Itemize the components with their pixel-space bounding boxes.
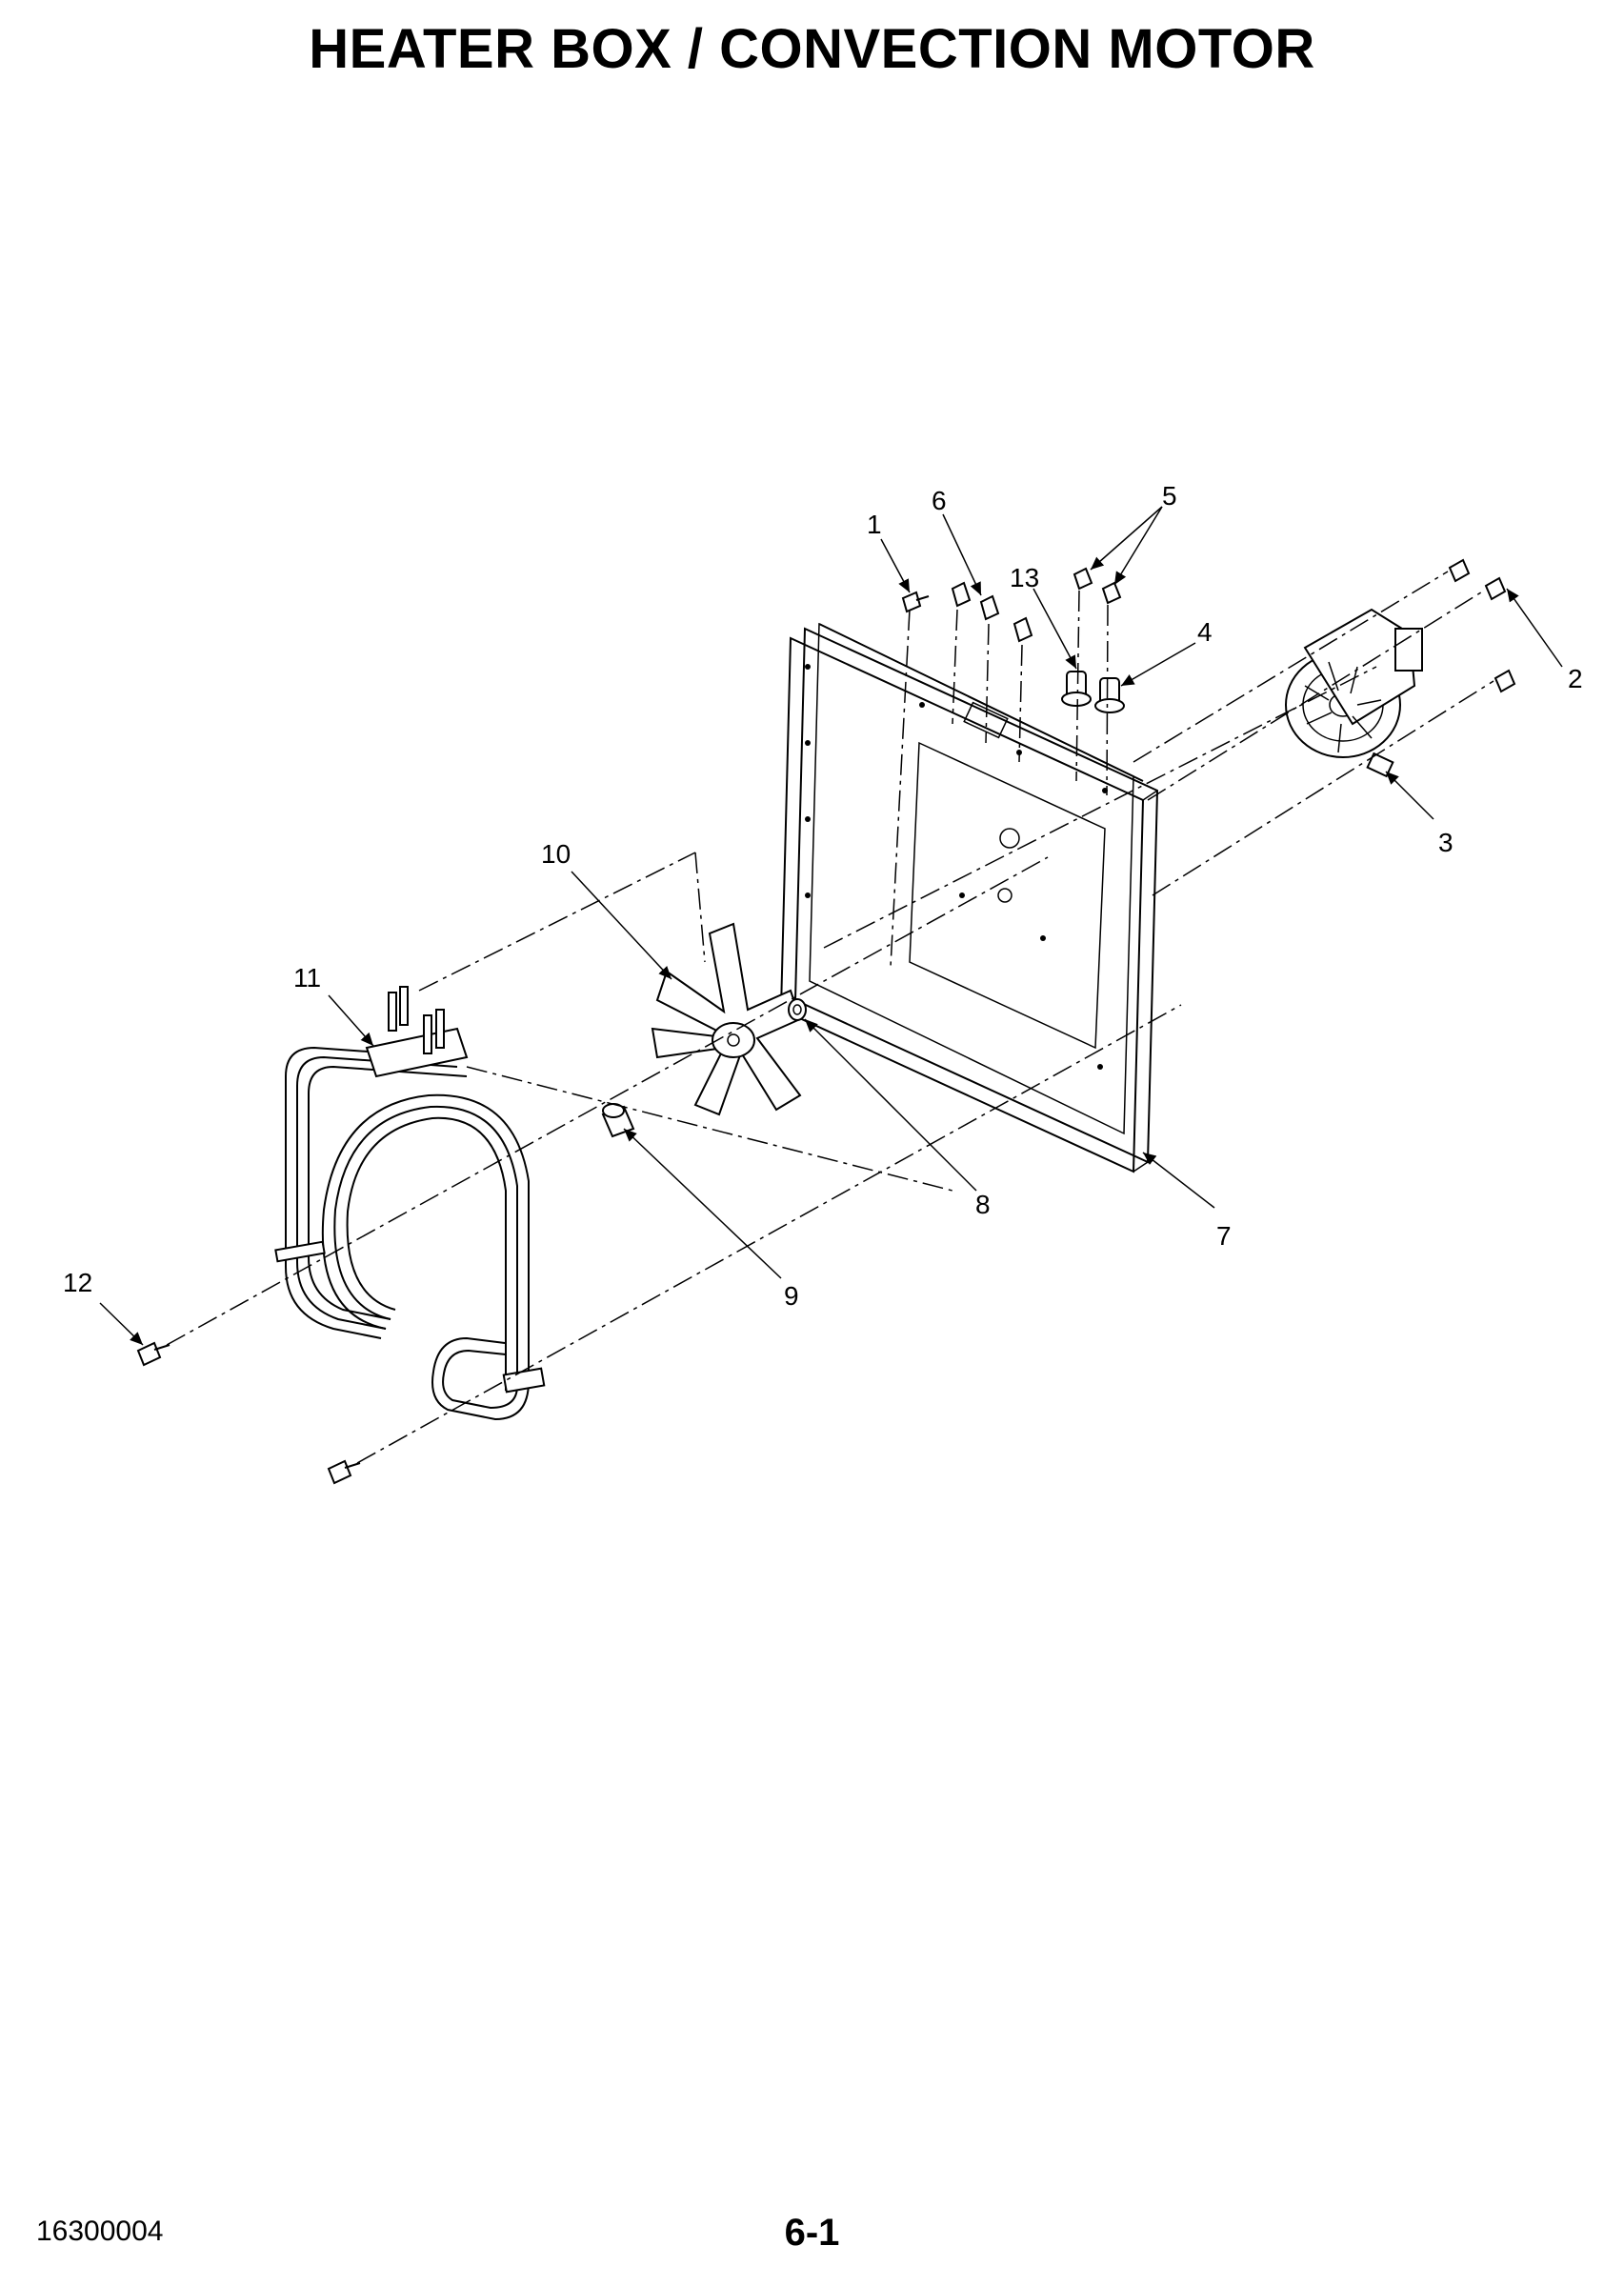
fan-blade	[651, 922, 802, 1116]
bushing	[601, 1103, 635, 1138]
callout-7: 7	[1216, 1221, 1232, 1251]
thermostats-item-4-13	[1061, 671, 1125, 713]
convection-motor	[1285, 608, 1423, 778]
screw-item-1	[901, 591, 930, 613]
screw-lower	[327, 1459, 361, 1485]
callout-5: 5	[1162, 481, 1177, 511]
callout-labels: 1 6 5 13 4 2 3 10 11 8 7 9 12	[63, 481, 1583, 1311]
washer	[788, 998, 807, 1021]
callout-3: 3	[1438, 828, 1454, 857]
heating-element	[274, 986, 546, 1421]
callout-6: 6	[932, 486, 947, 515]
callout-11: 11	[293, 963, 321, 993]
page-number: 6-1	[784, 2212, 840, 2254]
page-title: HEATER BOX / CONVECTION MOTOR	[309, 18, 1315, 80]
screws-item-6	[951, 581, 1033, 643]
leader-lines	[99, 506, 1563, 1346]
screws-item-5	[1073, 567, 1122, 605]
document-number: 16300004	[36, 2216, 164, 2247]
callout-13: 13	[1010, 563, 1039, 592]
callout-12: 12	[63, 1268, 92, 1297]
terminal-posts	[388, 986, 445, 1054]
callout-9: 9	[784, 1281, 799, 1311]
callout-1: 1	[867, 510, 882, 539]
callout-8: 8	[975, 1190, 991, 1219]
screws-item-2	[1448, 558, 1516, 693]
screw-item-12	[136, 1341, 170, 1367]
assembly-center-lines	[166, 571, 1494, 1464]
callout-10: 10	[541, 839, 571, 869]
callout-4: 4	[1197, 617, 1213, 647]
callout-2: 2	[1568, 664, 1583, 693]
mounting-holes	[805, 664, 1108, 1070]
